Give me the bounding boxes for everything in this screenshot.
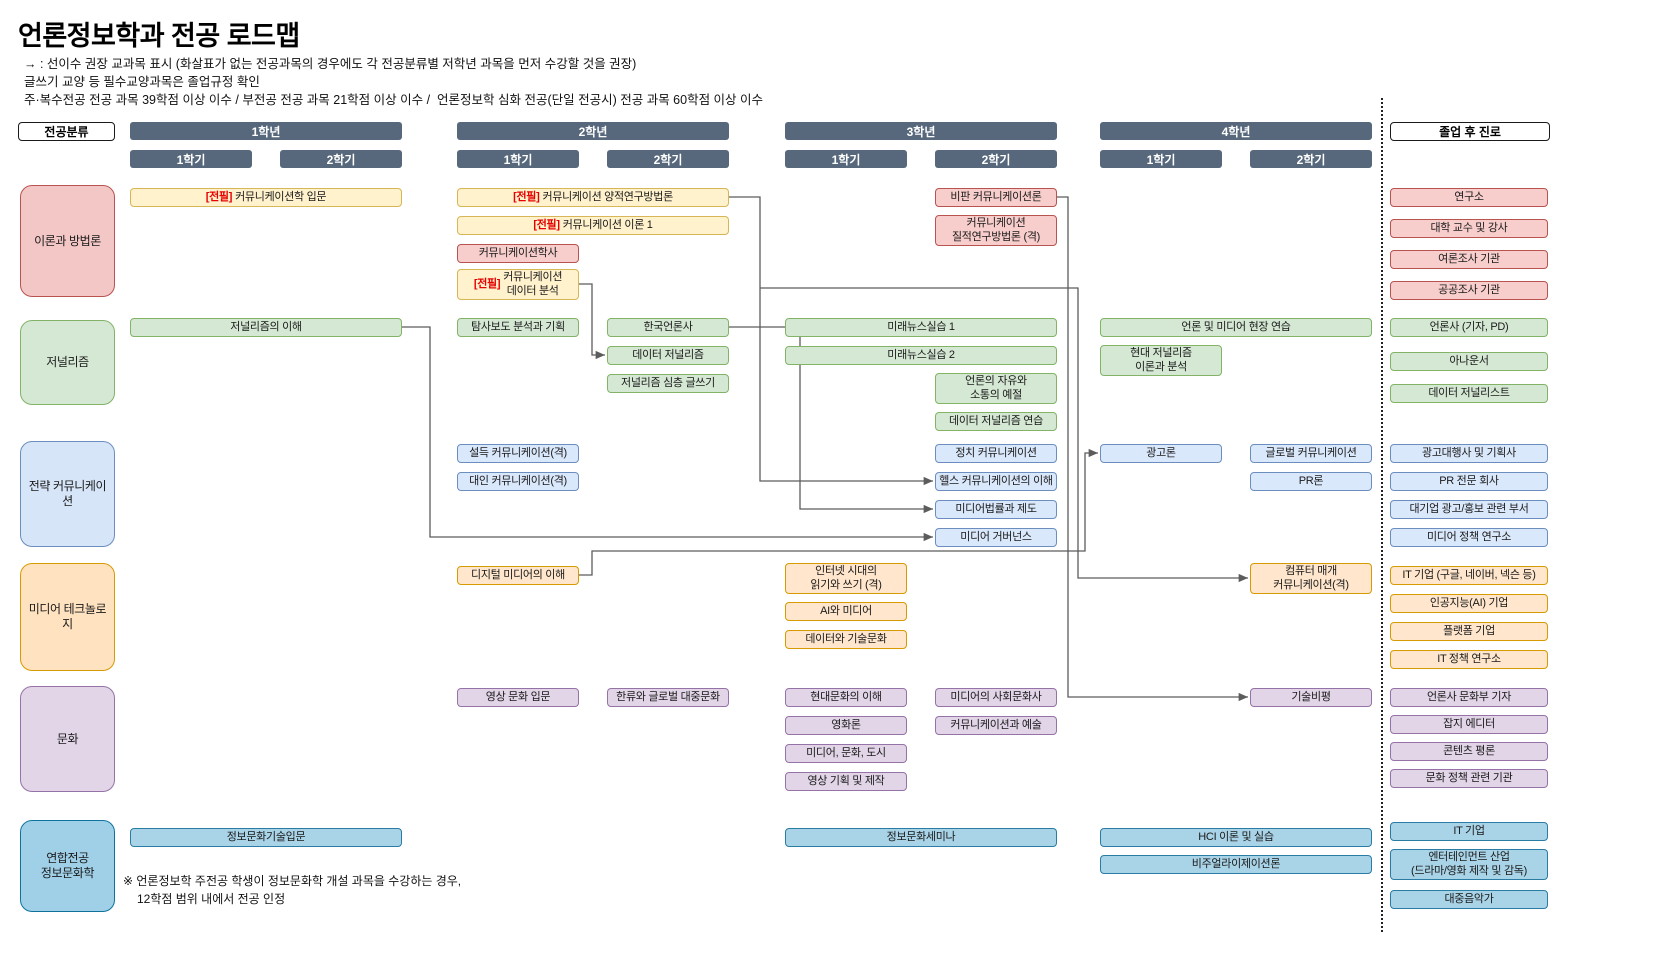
year-header-4: 4학년 <box>1100 122 1372 140</box>
course-box: 미디어의 사회문화사 <box>935 688 1057 707</box>
career-box: IT 정책 연구소 <box>1390 650 1548 669</box>
career-box: 여론조사 기관 <box>1390 250 1548 269</box>
semester-header-1-1: 1학기 <box>130 150 252 168</box>
course-box: 컴퓨터 매개 커뮤니케이션(격) <box>1250 563 1372 594</box>
course-box: 데이터 저널리즘 <box>607 346 729 365</box>
course-box: 데이터 저널리즘 연습 <box>935 412 1057 431</box>
course-box: 정보문화세미나 <box>785 828 1057 847</box>
category-culture: 문화 <box>20 686 115 792</box>
course-box: HCI 이론 및 실습 <box>1100 828 1372 847</box>
course-box: 비판 커뮤니케이션론 <box>935 188 1057 207</box>
course-box: 언론의 자유와 소통의 예절 <box>935 373 1057 404</box>
career-box: 대학 교수 및 강사 <box>1390 219 1548 238</box>
course-box: 한국언론사 <box>607 318 729 337</box>
course-box: 인터넷 시대의 읽기와 쓰기 (격) <box>785 563 907 594</box>
career-box: 데이터 저널리스트 <box>1390 384 1548 403</box>
course-box: 커뮤니케이션학사 <box>457 244 579 263</box>
joint-major-note-line1: ※ 언론정보학 주전공 학생이 정보문화학 개설 과목을 수강하는 경우, <box>123 874 462 888</box>
career-box: 언론사 문화부 기자 <box>1390 688 1548 707</box>
semester-header-1-2: 2학기 <box>280 150 402 168</box>
joint-major-note-line2: 12학점 범위 내에서 전공 인정 <box>137 892 286 906</box>
prerequisite-arrow <box>579 283 605 360</box>
semester-header-3-1: 1학기 <box>785 150 907 168</box>
course-box: 탐사보도 분석과 기획 <box>457 318 579 337</box>
semester-header-4-1: 1학기 <box>1100 150 1222 168</box>
course-box: 영상 문화 입문 <box>457 688 579 707</box>
course-box: 광고론 <box>1100 444 1222 463</box>
course-box: 헬스 커뮤니케이션의 이해 <box>935 472 1057 491</box>
career-box: 광고대행사 및 기획사 <box>1390 444 1548 463</box>
course-box: 미래뉴스실습 1 <box>785 318 1057 337</box>
course-box: 기술비평 <box>1250 688 1372 707</box>
career-divider-dotted-line <box>1381 98 1383 932</box>
career-box: 미디어 정책 연구소 <box>1390 528 1548 547</box>
career-box: 대중음악가 <box>1390 890 1548 909</box>
course-box: 미디어, 문화, 도시 <box>785 744 907 763</box>
career-box: 인공지능(AI) 기업 <box>1390 594 1548 613</box>
course-box: [전필]커뮤니케이션학 입문 <box>130 188 402 207</box>
year-header-3: 3학년 <box>785 122 1057 140</box>
semester-header-2-1: 1학기 <box>457 150 579 168</box>
semester-header-2-2: 2학기 <box>607 150 729 168</box>
career-box: IT 기업 <box>1390 822 1548 841</box>
category-tech: 미디어 테크놀로지 <box>20 563 115 671</box>
course-box: 정보문화기술입문 <box>130 828 402 847</box>
required-tag: [전필] <box>473 277 501 290</box>
course-box: 영상 기획 및 제작 <box>785 772 907 791</box>
semester-header-4-2: 2학기 <box>1250 150 1372 168</box>
category-strategic: 전략 커뮤니케이션 <box>20 441 115 547</box>
course-box: 비주얼라이제이션론 <box>1100 855 1372 874</box>
page-title: 언론정보학과 전공 로드맵 <box>18 21 300 51</box>
course-box: [전필]커뮤니케이션 양적연구방법론 <box>457 188 729 207</box>
required-tag: [전필] <box>205 190 233 203</box>
required-tag: [전필] <box>513 190 540 203</box>
category-joint: 연합전공 정보문화학 <box>20 820 115 912</box>
course-box: 한류와 글로벌 대중문화 <box>607 688 729 707</box>
career-box: IT 기업 (구글, 네이버, 넥슨 등) <box>1390 566 1548 585</box>
course-box: 영화론 <box>785 716 907 735</box>
course-box: 언론 및 미디어 현장 연습 <box>1100 318 1372 337</box>
course-box: 저널리즘 심층 글쓰기 <box>607 374 729 393</box>
course-box: 현대 저널리즘 이론과 분석 <box>1100 345 1222 376</box>
course-box: AI와 미디어 <box>785 602 907 621</box>
category-theory: 이론과 방법론 <box>20 185 115 297</box>
roadmap-notes: → : 선이수 권장 교과목 표시 (화살표가 없는 전공과목의 경우에도 각 … <box>24 57 764 107</box>
career-box: 엔터테인먼트 산업 (드라마/영화 제작 및 감독) <box>1390 849 1548 880</box>
course-box: [전필]커뮤니케이션 데이터 분석 <box>457 269 579 300</box>
category-journalism: 저널리즘 <box>20 320 115 405</box>
career-box: 콘텐츠 평론 <box>1390 742 1548 761</box>
course-box: 미디어법률과 제도 <box>935 500 1057 519</box>
course-box: PR론 <box>1250 472 1372 491</box>
career-box: 언론사 (기자, PD) <box>1390 318 1548 337</box>
course-box: 커뮤니케이션과 예술 <box>935 716 1057 735</box>
course-box: 미래뉴스실습 2 <box>785 346 1057 365</box>
year-header-2: 2학년 <box>457 122 729 140</box>
course-box: 대인 커뮤니케이션(격) <box>457 472 579 491</box>
career-box: 문화 정책 관련 기관 <box>1390 769 1548 788</box>
course-box: 저널리즘의 이해 <box>130 318 402 337</box>
semester-header-3-2: 2학기 <box>935 150 1057 168</box>
course-box: 데이터와 기술문화 <box>785 630 907 649</box>
joint-major-note: ※ 언론정보학 주전공 학생이 정보문화학 개설 과목을 수강하는 경우, 12… <box>123 872 461 908</box>
career-box: 아나운서 <box>1390 352 1548 371</box>
career-header: 졸업 후 진로 <box>1390 122 1550 141</box>
prerequisite-arrow <box>729 196 933 486</box>
course-box: 커뮤니케이션 질적연구방법론 (격) <box>935 215 1057 246</box>
year-header-1: 1학년 <box>130 122 402 140</box>
course-box: 글로벌 커뮤니케이션 <box>1250 444 1372 463</box>
major-category-header: 전공분류 <box>18 122 115 141</box>
career-box: 잡지 에디터 <box>1390 715 1548 734</box>
career-box: 대기업 광고/홍보 관련 부서 <box>1390 500 1548 519</box>
course-box: 정치 커뮤니케이션 <box>935 444 1057 463</box>
career-box: 공공조사 기관 <box>1390 281 1548 300</box>
course-box: 디지털 미디어의 이해 <box>457 566 579 585</box>
career-box: 연구소 <box>1390 188 1548 207</box>
required-tag: [전필] <box>533 218 560 231</box>
career-box: PR 전문 회사 <box>1390 472 1548 491</box>
course-box: 설득 커뮤니케이션(격) <box>457 444 579 463</box>
career-box: 플랫폼 기업 <box>1390 622 1548 641</box>
course-box: 미디어 거버넌스 <box>935 528 1057 547</box>
course-box: [전필]커뮤니케이션 이론 1 <box>457 216 729 235</box>
course-box: 현대문화의 이해 <box>785 688 907 707</box>
